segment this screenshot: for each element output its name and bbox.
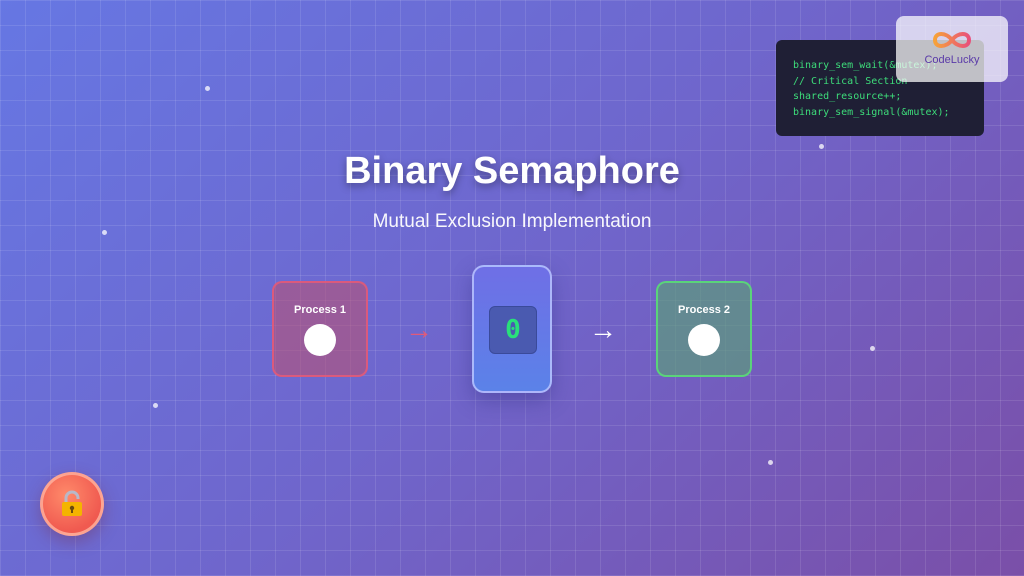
lock-button[interactable] [40,472,104,536]
decorative-dot [870,346,875,351]
code-line: binary_sem_signal(&mutex); [793,106,950,118]
semaphore-box: 0 [472,265,552,393]
decorative-dot [153,403,158,408]
code-line: shared_resource++; [793,91,902,102]
decorative-dot [768,460,773,465]
infinity-logo-icon [932,32,972,48]
arrow-to-semaphore: → [405,314,433,345]
decorative-dot [205,86,210,91]
code-line: binary_sem_wait(&mutex); [793,60,938,71]
process-1-box: Process 1 [272,281,368,377]
arrow-to-process-2: → [589,314,617,345]
semaphore-value: 0 [489,306,537,354]
codelucky-logo[interactable]: CodeLucky [896,16,1008,82]
decorative-dot [102,230,107,235]
process-2-label: Process 2 [678,304,730,316]
process-1-indicator [304,324,336,356]
process-2-indicator [688,324,720,356]
page-subtitle: Mutual Exclusion Implementation [372,211,652,232]
logo-text: CodeLucky [924,54,980,66]
process-2-box: Process 2 [656,281,752,377]
page-title: Binary Semaphore [344,150,680,192]
code-line: // Critical Section [793,75,908,87]
decorative-dot [819,144,824,149]
process-1-label: Process 1 [294,304,346,316]
lock-icon [62,490,82,516]
